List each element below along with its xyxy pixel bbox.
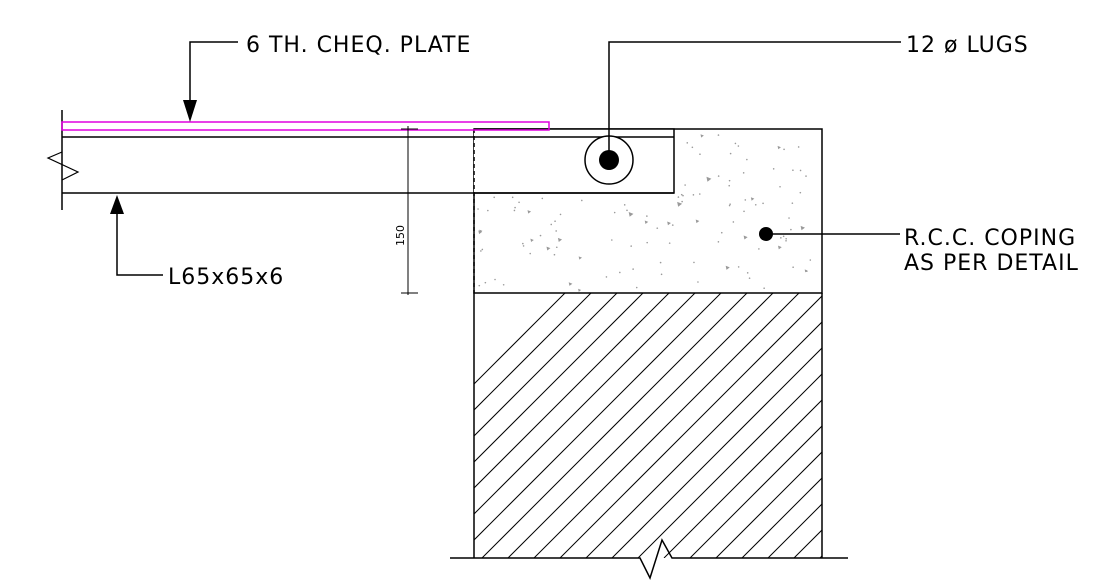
label-coping-line2: AS PER DETAIL	[904, 251, 1079, 276]
rcc-coping-block	[473, 128, 823, 294]
label-cheq-plate: 6 TH. CHEQ. PLATE	[246, 33, 471, 58]
concrete-speckle-pattern	[477, 134, 812, 292]
ground-line-break	[450, 538, 848, 580]
wall-hatch	[474, 293, 822, 558]
leader-cheq-plate: 6 TH. CHEQ. PLATE	[183, 33, 471, 122]
label-lugs: 12 ø LUGS	[906, 33, 1029, 58]
leader-rcc-coping: R.C.C. COPING AS PER DETAIL	[759, 226, 1079, 276]
chequered-plate	[61, 121, 550, 131]
masonry-wall	[473, 293, 823, 558]
angle-section	[46, 110, 674, 210]
dimension-150: 150	[394, 126, 418, 295]
dimension-text: 150	[394, 225, 407, 246]
leader-angle: L65x65x6	[110, 195, 284, 290]
leader-lugs: 12 ø LUGS	[608, 33, 1029, 160]
label-coping-line1: R.C.C. COPING	[904, 226, 1076, 251]
label-angle: L65x65x6	[168, 265, 284, 290]
